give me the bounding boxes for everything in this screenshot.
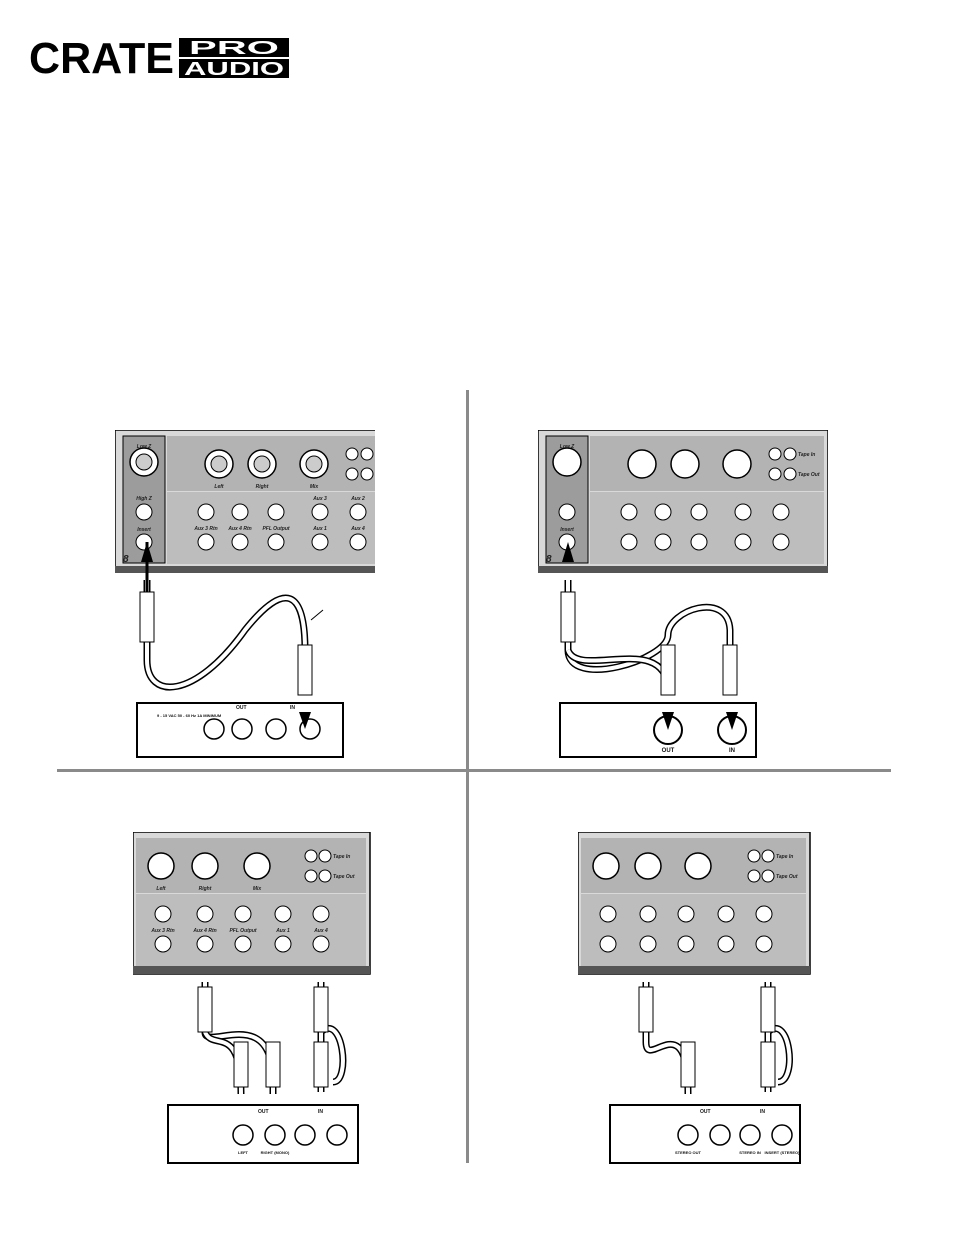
- mixer-back-panel: [122, 435, 375, 564]
- tape-in-label: Tape In: [333, 854, 350, 860]
- tape-out-label: Tape Out: [776, 874, 798, 880]
- aux4-label: Aux 4: [313, 928, 328, 934]
- aux3-rtn-label: Aux 3 Rtn: [150, 928, 174, 934]
- right-out-label: RIGHT (MONO): [261, 1150, 290, 1155]
- high-z-label: High Z: [136, 496, 152, 502]
- logo-audio: AUDIO: [184, 59, 284, 79]
- aux4-label: Aux 4: [350, 526, 365, 532]
- insert-label: Insert: [560, 527, 574, 533]
- in-label: IN: [729, 748, 735, 754]
- tape-in-label: Tape In: [798, 452, 815, 458]
- tape-out-label: Tape Out: [333, 874, 355, 880]
- out-label: OUT: [236, 705, 247, 711]
- diagram-aux-mono: Tape In Tape Out STEREO OUT STEREO IN IN…: [578, 832, 818, 1167]
- aux4-rtn-label: Aux 4 Rtn: [192, 928, 216, 934]
- left-label: Left: [214, 484, 224, 490]
- left-out-label: LEFT: [238, 1150, 249, 1155]
- low-z-label: Low Z: [560, 444, 575, 450]
- logo-word: CRATE: [29, 35, 174, 80]
- mix-label: Mix: [253, 886, 262, 892]
- horizontal-divider: [57, 769, 891, 772]
- diagram-insert-mono: Low Z Insert 8 Tape In Tape Out OUT IN: [538, 430, 828, 770]
- tape-in-label: Tape In: [776, 854, 793, 860]
- crate-pro-audio-logo: CRATE PRO AUDIO: [27, 35, 292, 80]
- low-z-label: Low Z: [137, 444, 152, 450]
- in-label: IN: [760, 1109, 765, 1115]
- stereo-out-label: STEREO OUT: [675, 1150, 702, 1155]
- aux2-label: Aux 2: [350, 496, 365, 502]
- right-label: Right: [199, 886, 212, 892]
- diagram-aux-stereo: Left Right Mix Tape In Tape Out Aux 3 Rt…: [133, 832, 373, 1167]
- power-label: 9 - 15 VAC 50 - 60 Hz 1A MINIMUM: [157, 713, 222, 718]
- pfl-output-label: PFL Output: [229, 928, 256, 934]
- out-label: OUT: [662, 748, 675, 754]
- out-label: OUT: [700, 1109, 711, 1115]
- stereo-in-label: STEREO IN: [739, 1150, 761, 1155]
- aux3-label: Aux 3: [312, 496, 327, 502]
- aux3-rtn-label: Aux 3 Rtn: [193, 526, 217, 532]
- out-label: OUT: [258, 1109, 269, 1115]
- aux1-label: Aux 1: [312, 526, 327, 532]
- pfl-output-label: PFL Output: [262, 526, 289, 532]
- aux1-label: Aux 1: [275, 928, 290, 934]
- vertical-divider: [466, 390, 469, 1163]
- insert-stereo-label: INSERT (STEREO): [765, 1150, 801, 1155]
- in-label: IN: [318, 1109, 323, 1115]
- logo-pro: PRO: [189, 38, 279, 58]
- in-label: IN: [290, 705, 295, 711]
- mix-label: Mix: [310, 484, 319, 490]
- channel-number: 8: [546, 554, 552, 565]
- right-label: Right: [256, 484, 269, 490]
- left-label: Left: [156, 886, 166, 892]
- channel-number: 8: [123, 554, 129, 565]
- diagram-insert-stereo: Low Z High Z Insert 8 Left Right Mix Tap…: [115, 430, 375, 770]
- tape-out-label: Tape Out: [798, 472, 820, 478]
- insert-label: Insert: [137, 527, 151, 533]
- aux4-rtn-label: Aux 4 Rtn: [227, 526, 251, 532]
